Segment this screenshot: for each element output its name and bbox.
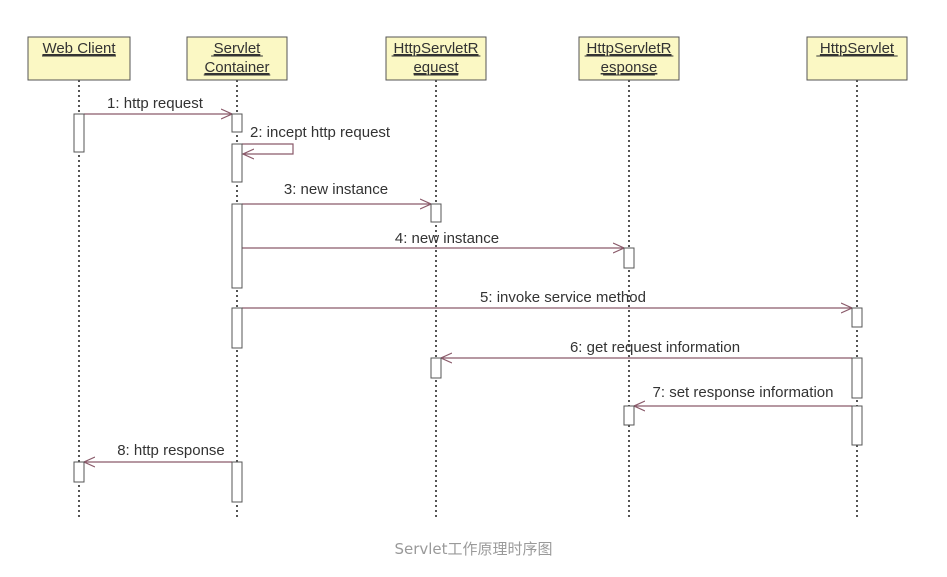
participant-label: equest <box>413 59 459 76</box>
participant-label: esponse <box>601 59 658 76</box>
participant-label: Web Client <box>42 40 116 57</box>
activation-bar <box>231 143 243 183</box>
activation-bar <box>231 307 243 349</box>
message-label: 3: new instance <box>284 181 388 198</box>
message-8: 8: http response <box>84 442 232 462</box>
activation-bar <box>623 247 635 269</box>
message-arrow <box>242 143 294 154</box>
message-5: 5: invoke service method <box>242 289 852 308</box>
participant-label: Servlet <box>214 40 262 57</box>
activation-bar <box>851 307 863 328</box>
message-2: 2: incept http request <box>242 124 391 154</box>
activation-bar <box>231 461 243 503</box>
message-label: 6: get request information <box>570 339 740 356</box>
activation-bar <box>851 357 863 399</box>
activation-bar <box>430 357 442 379</box>
participant-webclient: Web Client <box>27 36 131 81</box>
participant-box <box>385 36 487 81</box>
participant-box <box>806 36 908 81</box>
message-label: 2: incept http request <box>250 124 391 141</box>
message-label: 4: new instance <box>395 230 499 247</box>
participant-box <box>186 36 288 81</box>
activation-bar <box>231 203 243 289</box>
message-label: 5: invoke service method <box>480 289 646 306</box>
message-4: 4: new instance <box>242 230 624 248</box>
participant-label: HttpServlet <box>820 40 895 57</box>
activation-bar <box>623 405 635 426</box>
participant-label: HttpServletR <box>393 40 478 57</box>
participant-response: HttpServletR esponse <box>578 36 680 81</box>
message-1: 1: http request <box>84 95 232 114</box>
participant-label: HttpServletR <box>586 40 671 57</box>
participant-box <box>27 36 131 81</box>
message-label: 1: http request <box>107 95 204 112</box>
message-6: 6: get request information <box>441 339 852 358</box>
message-7: 7: set response information <box>634 384 852 406</box>
activation-bar <box>430 203 442 223</box>
participant-box <box>578 36 680 81</box>
message-label: 8: http response <box>117 442 225 459</box>
participant-servlet: HttpServlet <box>806 36 908 81</box>
activation-bar <box>73 113 85 153</box>
activation-bar <box>851 405 863 446</box>
participant-request: HttpServletR equest <box>385 36 487 81</box>
participant-label: Container <box>204 59 269 76</box>
message-3: 3: new instance <box>242 181 431 204</box>
activation-bar <box>73 461 85 483</box>
activation-bar <box>231 113 243 133</box>
figure-caption: Servlet工作原理时序图 <box>394 540 553 558</box>
message-label: 7: set response information <box>653 384 834 401</box>
